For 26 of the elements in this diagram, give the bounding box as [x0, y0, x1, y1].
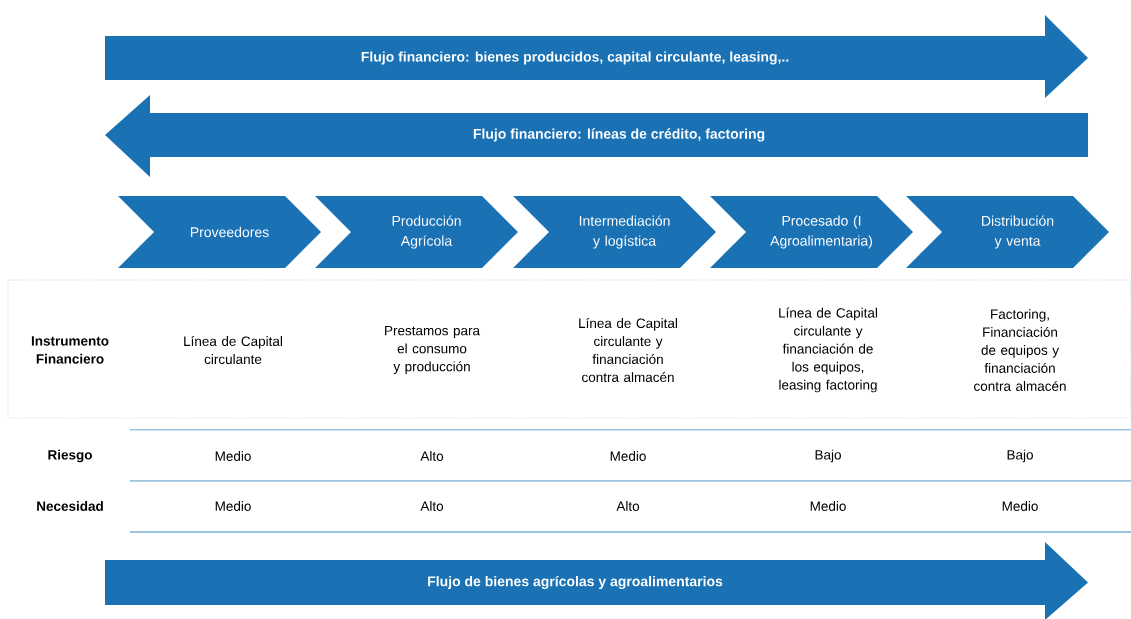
cell-text: Bajo: [815, 449, 841, 463]
cell-text: Medio: [215, 501, 251, 511]
cell-text: Alto: [420, 451, 444, 461]
chevron-step: Procesado (I Agroalimentaria): [710, 196, 913, 268]
chevron-step: Producción Agrícola: [315, 196, 518, 268]
cell-text: Línea de Capital circulante: [184, 335, 282, 365]
arrow-band: Flujo financiero: líneas de crédito, factoring: [105, 95, 1088, 177]
chevron-step: Distribución y venta: [906, 196, 1109, 268]
cell-text: Línea de Capital circulante y financiación de los equipos, leasing factoring: [779, 307, 877, 393]
row-label: Instrumento Financiero: [31, 336, 109, 364]
cell-text: Prestamos para el consumo y producción: [385, 325, 480, 375]
row-label: Riesgo: [48, 449, 92, 463]
cell-text: Factoring, Financiación de equipos y financiación contra almacén: [974, 309, 1066, 391]
cell-text: Medio: [215, 451, 251, 461]
cell-text: Alto: [420, 501, 444, 511]
arrow-band: Flujo de bienes agrícolas y agroalimentarios: [105, 542, 1088, 619]
cell-text: Medio: [610, 451, 646, 461]
cell-text: Alto: [616, 501, 640, 511]
arrow-band: Flujo financiero: bienes producidos, capital circulante, leasing,..: [105, 15, 1088, 98]
chevron-step: Proveedores: [118, 196, 321, 268]
cell-text: Medio: [810, 501, 846, 511]
cell-text: Línea de Capital circulante y financiación contra almacén: [579, 317, 677, 383]
cell-text: Bajo: [1007, 449, 1033, 463]
chevron-step: Intermediación y logística: [513, 196, 716, 268]
row-label: Necesidad: [37, 501, 103, 511]
cell-text: Medio: [1002, 501, 1038, 511]
